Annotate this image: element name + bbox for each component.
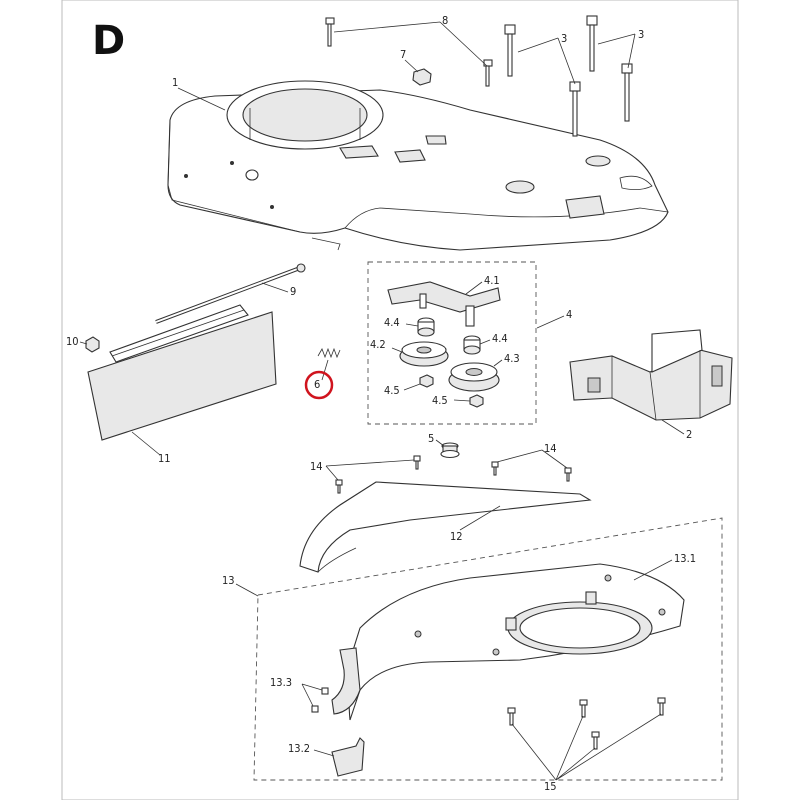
- leader-part-2: [661, 419, 685, 435]
- label-part-4-5-right: 4.5: [432, 394, 448, 407]
- part-3-bolts[interactable]: [504, 15, 633, 137]
- leader-part-4-4-left: [405, 323, 419, 327]
- part-4-assembly-box: [367, 261, 537, 425]
- leader-part-13-1: [633, 559, 673, 581]
- part-8-screws[interactable]: [325, 17, 493, 87]
- part-10-nut[interactable]: [85, 336, 100, 353]
- leader-part-3-left: [517, 37, 576, 85]
- part-7-nut[interactable]: [412, 68, 432, 86]
- label-part-7: 7: [400, 48, 406, 61]
- leader-part-4-5-right: [453, 399, 471, 402]
- label-part-13: 13: [222, 574, 235, 587]
- leader-part-7: [404, 59, 419, 73]
- label-part-4-4-left: 4.4: [384, 316, 400, 329]
- part-1-housing[interactable]: [167, 80, 669, 251]
- label-part-15: 15: [544, 780, 557, 793]
- leader-part-4-2: [391, 347, 403, 353]
- part-13-assembly-box: [253, 517, 723, 781]
- label-part-12: 12: [450, 530, 463, 543]
- part-4-4-spacer-right[interactable]: [463, 335, 481, 355]
- part-15-screws[interactable]: [507, 697, 666, 750]
- label-part-13-3: 13.3: [270, 676, 292, 689]
- label-part-3-left: 3: [561, 32, 567, 45]
- leader-part-6: [321, 359, 329, 381]
- part-2-bracket[interactable]: [569, 329, 733, 421]
- label-part-4-3: 4.3: [504, 352, 520, 365]
- leader-part-13-3: [301, 683, 323, 707]
- part-4-2-pulley[interactable]: [399, 341, 449, 367]
- part-5-bolt[interactable]: [440, 442, 460, 459]
- label-part-13-1: 13.1: [674, 552, 696, 565]
- part-12-deflector[interactable]: [299, 481, 592, 573]
- label-part-10: 10: [66, 335, 79, 348]
- leader-part-5: [435, 439, 445, 447]
- leader-part-1: [177, 87, 226, 111]
- part-4-5-nut-left[interactable]: [419, 374, 434, 388]
- leader-part-8: [333, 21, 488, 67]
- leader-part-13-2: [313, 749, 335, 757]
- label-part-5: 5: [428, 432, 434, 445]
- part-4-3-pulley[interactable]: [448, 362, 500, 392]
- label-part-2: 2: [686, 428, 692, 441]
- leader-part-13: [235, 583, 259, 597]
- label-part-4-5-left: 4.5: [384, 384, 400, 397]
- label-part-8: 8: [442, 14, 448, 27]
- leader-part-3-right: [597, 33, 636, 69]
- label-part-14-right: 14: [544, 442, 557, 455]
- leader-part-4: [536, 315, 565, 329]
- label-part-4-1: 4.1: [484, 274, 500, 287]
- part-4-4-spacer-left[interactable]: [417, 317, 435, 337]
- label-part-4-4-right: 4.4: [492, 332, 508, 345]
- label-part-9: 9: [290, 285, 296, 298]
- label-part-3-right: 3: [638, 28, 644, 41]
- label-part-14-left: 14: [310, 460, 323, 473]
- part-13-3-clips[interactable]: [311, 687, 329, 713]
- leader-part-14-left: [325, 459, 415, 481]
- section-letter: D: [92, 18, 125, 64]
- leader-part-11: [131, 431, 161, 456]
- leader-part-15: [511, 713, 662, 781]
- leader-part-12: [459, 505, 501, 531]
- leader-part-4-4-right: [479, 339, 491, 345]
- page-border: [61, 0, 739, 800]
- part-9-rod[interactable]: [155, 263, 306, 324]
- label-part-4-2: 4.2: [370, 338, 386, 351]
- leader-part-4-5-left: [403, 383, 421, 391]
- leader-part-10: [79, 341, 88, 345]
- part-4-5-nut-right[interactable]: [469, 394, 484, 408]
- leader-part-4-3: [493, 359, 503, 367]
- leader-part-14-right: [496, 449, 568, 469]
- part-13-1-plate[interactable]: [348, 563, 685, 721]
- part-14-screws[interactable]: [335, 455, 572, 494]
- label-part-13-2: 13.2: [288, 742, 310, 755]
- label-part-1: 1: [172, 76, 178, 89]
- label-part-6: 6: [314, 378, 320, 391]
- label-part-4: 4: [566, 308, 572, 321]
- part-13-side-chute[interactable]: [331, 647, 361, 715]
- highlight-circle: [304, 370, 334, 400]
- part-6-spring[interactable]: [317, 347, 341, 359]
- part-4-1-bracket[interactable]: [387, 281, 501, 327]
- part-11-flap[interactable]: [87, 304, 277, 441]
- leader-part-9: [261, 282, 289, 293]
- label-part-11: 11: [158, 452, 171, 465]
- leader-part-4-1: [465, 281, 483, 295]
- part-13-2-clip[interactable]: [331, 737, 365, 777]
